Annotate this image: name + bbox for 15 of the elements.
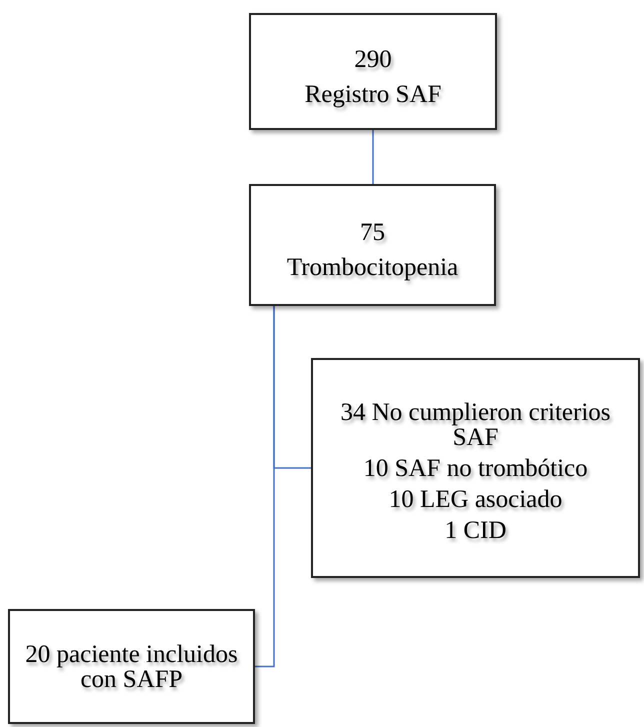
process-box bbox=[8, 609, 255, 724]
box-text: 20 paciente incluidos con SAFP bbox=[24, 642, 239, 692]
box-text: Trombocitopenia bbox=[286, 255, 458, 280]
box-text: Registro SAF bbox=[304, 82, 442, 106]
box-text: 290 bbox=[354, 46, 392, 72]
box-text: 75 bbox=[360, 220, 385, 245]
process-box bbox=[311, 358, 640, 578]
process-box bbox=[249, 184, 496, 306]
connector-line bbox=[372, 130, 374, 184]
box-text: 1 CID bbox=[444, 518, 506, 542]
connector-line bbox=[255, 306, 275, 668]
box-text: 34 No cumplieron criterios SAF bbox=[339, 400, 612, 450]
box-text: 10 LEG asociado bbox=[388, 486, 562, 512]
box-text: 10 SAF no trombótico bbox=[363, 456, 588, 480]
process-box bbox=[249, 13, 497, 130]
